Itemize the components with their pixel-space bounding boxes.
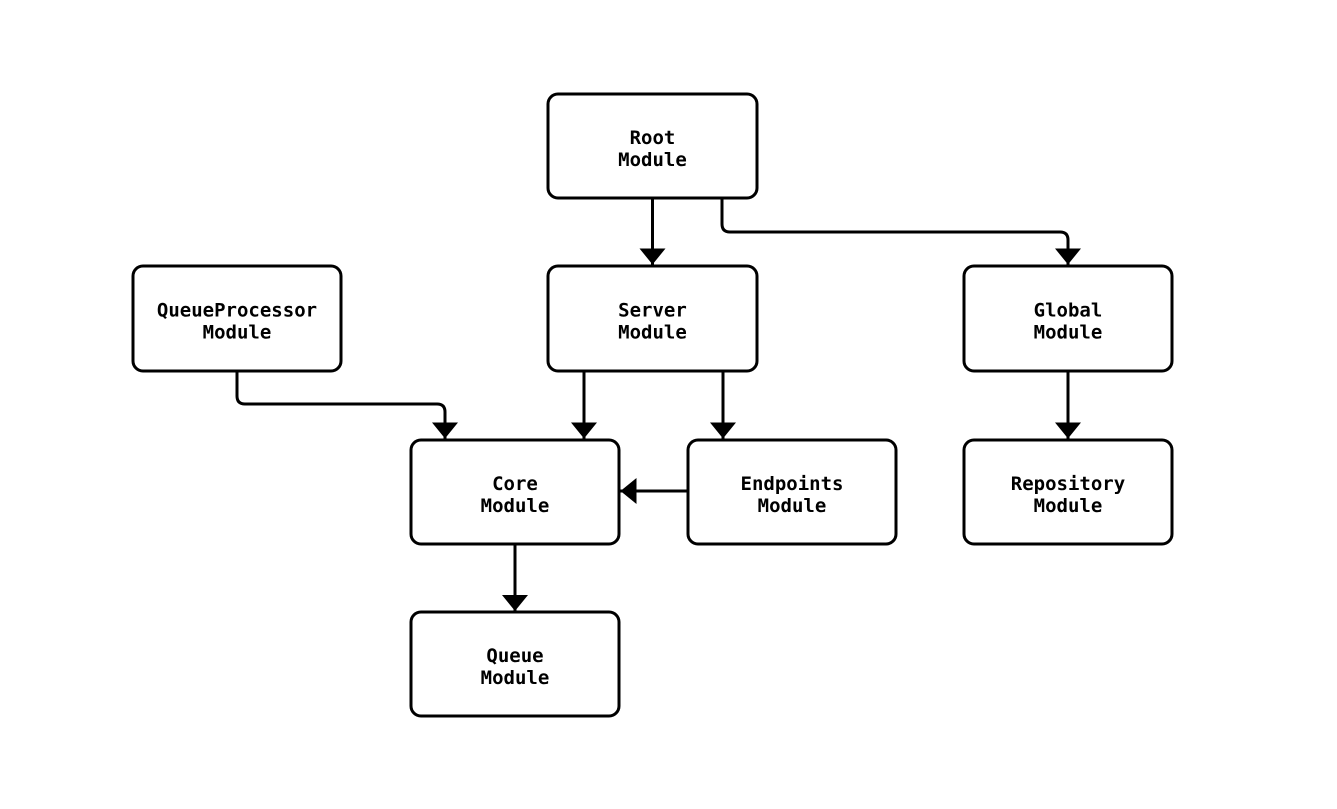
node-queue-module-label-line2: Module (481, 667, 550, 689)
node-root-module-label-line2: Module (618, 149, 687, 171)
node-repository-module-box (962, 438, 1174, 546)
node-global-module-label-line1: Global (1034, 300, 1103, 322)
node-core-module-box (409, 438, 621, 546)
node-core-module-label-line1: Core (492, 473, 538, 495)
node-queue-module-box (409, 610, 621, 718)
node-endpoints-module: Endpoints Module (686, 438, 898, 546)
node-core-module-label-line2: Module (481, 495, 550, 517)
node-global-module-label-line2: Module (1034, 322, 1103, 344)
node-endpoints-module-label-line1: Endpoints (741, 473, 844, 495)
node-repository-module-label-line1: Repository (1011, 473, 1125, 495)
node-server-module-box (546, 264, 759, 373)
node-root-module-label-line1: Root (630, 127, 676, 149)
node-queueprocessor-module: QueueProcessor Module (131, 264, 343, 373)
node-layer: Root Module QueueProcessor Module Server… (131, 92, 1174, 718)
edge-queueprocessor-to-core (235, 371, 458, 439)
node-queueprocessor-module-box (131, 264, 343, 373)
node-global-module-box (962, 264, 1174, 373)
node-server-module-label-line2: Module (618, 322, 687, 344)
node-queueprocessor-module-label-line2: Module (203, 322, 272, 344)
node-root-module: Root Module (546, 92, 759, 200)
edge-root-to-global (720, 198, 1081, 265)
node-core-module: Core Module (409, 438, 621, 546)
node-server-module-label-line1: Server (618, 300, 687, 322)
node-queueprocessor-module-label-line1: QueueProcessor (157, 300, 317, 322)
node-server-module: Server Module (546, 264, 759, 373)
node-root-module-box (546, 92, 759, 200)
node-repository-module: Repository Module (962, 438, 1174, 546)
node-repository-module-label-line2: Module (1034, 495, 1103, 517)
node-endpoints-module-label-line2: Module (758, 495, 827, 517)
edge-layer (235, 198, 1081, 611)
node-queue-module-label-line1: Queue (486, 645, 543, 667)
node-queue-module: Queue Module (409, 610, 621, 718)
node-endpoints-module-box (686, 438, 898, 546)
node-global-module: Global Module (962, 264, 1174, 373)
